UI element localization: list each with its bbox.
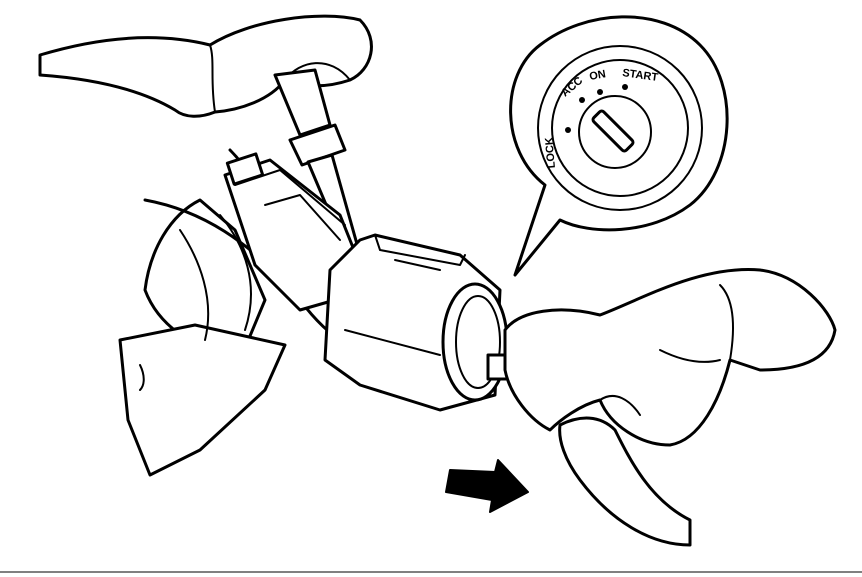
keyhole-slot: [591, 109, 635, 153]
pull-direction-arrow: [445, 459, 529, 513]
start-dot: [622, 84, 628, 90]
on-dot: [597, 89, 603, 95]
position-label-start: START: [622, 67, 659, 84]
lock-dot: [565, 127, 571, 133]
position-label-on: ON: [588, 68, 606, 83]
key-position-callout: LOCK ACC ON START: [509, 15, 729, 277]
position-label-lock: LOCK: [543, 137, 558, 169]
acc-dot: [579, 97, 585, 103]
lower-right-hand: [503, 268, 837, 547]
lock-cylinder-body: [323, 233, 512, 412]
